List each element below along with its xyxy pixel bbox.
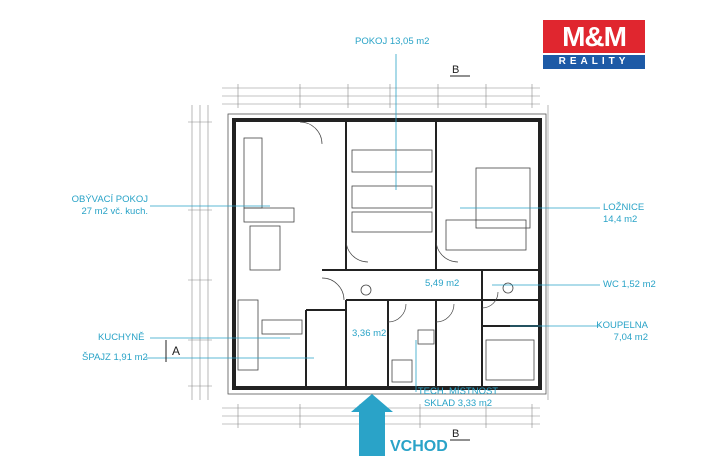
- door-swings: [299, 121, 499, 323]
- section-mark-a: A: [172, 344, 181, 358]
- label-wc: WC 1,52 m2: [603, 279, 656, 290]
- label-obyvaci-name: OBÝVACÍ POKOJ: [71, 194, 148, 205]
- outer-walls-inner: [227, 113, 547, 395]
- label-loznice: LOŽNICE 14,4 m2: [603, 202, 644, 226]
- furniture: [237, 137, 535, 383]
- section-markers: [165, 75, 470, 441]
- label-kuchyne: KUCHYNĚ: [98, 332, 145, 343]
- label-obyvaci-area: 27 m2 vč. kuch.: [81, 206, 148, 217]
- company-logo: M&M REALITY: [543, 20, 645, 69]
- label-obyvaci-pokoj: OBÝVACÍ POKOJ 27 m2 vč. kuch.: [42, 194, 148, 218]
- entrance-arrow: [351, 394, 393, 456]
- label-tech-area: SKLAD 3,33 m2: [423, 398, 493, 409]
- dimension-ticks: [188, 84, 533, 428]
- interior-walls: [305, 120, 540, 388]
- leader-lines: [146, 54, 600, 392]
- section-mark-b-top: B: [452, 64, 460, 76]
- entrance-label: VCHOD: [390, 438, 448, 455]
- logo-mark: M&M: [543, 20, 645, 53]
- label-loznice-name: LOŽNICE: [603, 202, 645, 213]
- label-hall: 5,49 m2: [425, 278, 460, 289]
- logo-subtitle: REALITY: [543, 55, 645, 69]
- section-mark-b-bottom: B: [452, 428, 460, 440]
- label-koupelna-name: KOUPELNA: [596, 320, 648, 331]
- label-koupelna-area: 7,04 m2: [613, 332, 648, 343]
- label-corridor: 3,36 m2: [352, 328, 387, 339]
- label-spajz: ŠPAJZ 1,91 m2: [82, 352, 148, 363]
- label-pokoj: POKOJ 13,05 m2: [355, 36, 430, 47]
- label-loznice-area: 14,4 m2: [603, 214, 638, 225]
- label-tech-mistnost: TECH. MÍSTNOST SKLAD 3,33 m2: [414, 386, 502, 410]
- label-koupelna: KOUPELNA 7,04 m2: [580, 320, 648, 344]
- label-tech-name: TECH. MÍSTNOST: [417, 386, 499, 397]
